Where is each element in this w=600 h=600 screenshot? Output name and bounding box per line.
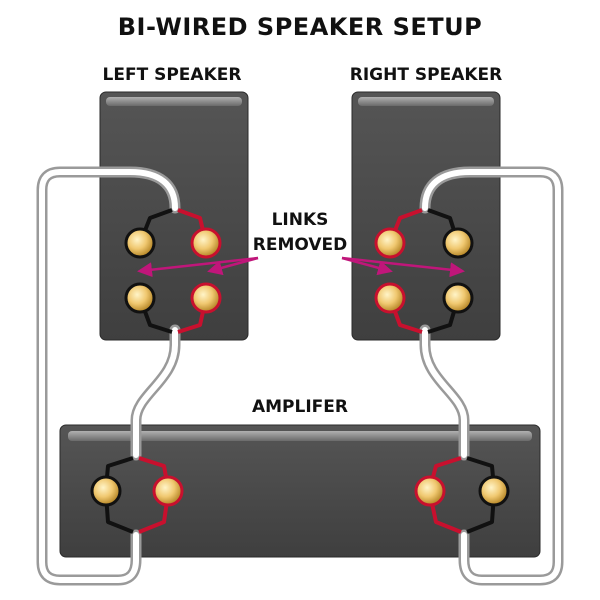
page-title: BI-WIRED SPEAKER SETUP: [118, 13, 482, 41]
amp-terminal-left-red: [152, 475, 184, 507]
arrow-left-outer: [137, 256, 259, 278]
left-speaker-box: [99, 91, 249, 341]
terminal-black-bottom: [124, 282, 156, 314]
terminal-red-bottom: [190, 282, 222, 314]
left-speaker-terminals: [124, 227, 222, 314]
outer-cables: [36, 166, 564, 586]
amplifier-box: [59, 424, 541, 558]
terminal-red-bottom: [374, 282, 406, 314]
right-speaker-terminals: [374, 227, 474, 314]
terminal-black-bottom: [442, 282, 474, 314]
amplifier-terminals: [90, 475, 510, 507]
amplifier-label: AMPLIFER: [252, 397, 348, 417]
arrow-left-inner: [207, 256, 259, 276]
inner-cables: [130, 324, 470, 461]
terminal-red-top: [374, 227, 406, 259]
amp-terminal-left-black: [90, 475, 122, 507]
links-arrows: [137, 256, 465, 278]
terminal-black-top: [124, 227, 156, 259]
right-speaker-box: [351, 91, 501, 341]
terminal-red-top: [190, 227, 222, 259]
right-speaker-label: RIGHT SPEAKER: [350, 65, 502, 85]
arrow-right-inner: [341, 256, 393, 276]
arrow-right-outer: [341, 256, 465, 278]
links-label-line2: REMOVED: [253, 235, 348, 255]
amp-terminal-right-red: [414, 475, 446, 507]
left-speaker-label: LEFT SPEAKER: [103, 65, 242, 85]
links-label-line1: LINKS: [272, 210, 329, 230]
amp-terminal-right-black: [478, 475, 510, 507]
terminal-black-top: [442, 227, 474, 259]
